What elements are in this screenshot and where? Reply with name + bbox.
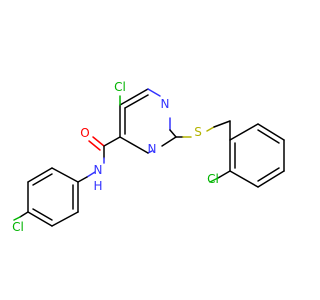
bond-p5 (51, 211, 79, 227)
molecule-structure-diagram: Cl N N O S N H Cl Cl (12, 80, 285, 234)
bond-n-aryl-a (86, 171, 96, 178)
bond-benzyl-cl-a (217, 170, 231, 179)
bond-p1 (51, 167, 79, 183)
bond-p2 (27, 167, 53, 183)
bond-p4 (27, 211, 53, 227)
bond-b4-inner (257, 167, 280, 182)
atom-cl-benzyl: Cl (207, 172, 219, 186)
bond-n-aryl-b (77, 176, 88, 183)
bond-c5-c6-inner (124, 94, 149, 109)
atom-amide-n: N (94, 163, 103, 177)
bond-b4 (257, 170, 285, 188)
bond-p2-inner (32, 173, 53, 186)
bond-phenyl-cl-a (19, 211, 29, 218)
bond-benzyl-cl-b (209, 177, 219, 183)
atom-sulfur: S (194, 125, 202, 139)
bond-s-ch2-b (213, 120, 231, 128)
bond-c5-c6 (119, 88, 149, 106)
bond-carbonyl-o-a (92, 136, 105, 147)
bond-c4-carbonyl (103, 136, 121, 147)
bond-b2-inner (257, 129, 280, 144)
atom-amide-h: H (93, 179, 102, 193)
atom-n-top: N (161, 97, 170, 111)
pyrimidine-ring (119, 88, 177, 154)
atom-cl-pyrimidine: Cl (114, 80, 126, 94)
chlorophenyl-ring (27, 167, 79, 227)
atom-n-lower: N (148, 142, 157, 156)
bond-p4-inner (32, 208, 53, 221)
bond-c6-n1 (147, 88, 161, 97)
bond-c2-n3 (161, 136, 177, 147)
bond-n1-c2-b (169, 129, 177, 138)
chlorobenzyl-ring (229, 123, 285, 188)
bond-s-ch2-a (206, 126, 215, 132)
bond-phenyl-cl-b (13, 216, 21, 221)
bond-carbonyl-o-b (88, 140, 101, 151)
bond-b1 (229, 123, 259, 141)
bond-b5 (229, 170, 259, 188)
atom-oxygen: O (80, 126, 89, 140)
atom-cl-phenyl: Cl (12, 220, 24, 234)
bond-n3-c4-b (119, 136, 149, 154)
bond-b2 (257, 123, 285, 141)
